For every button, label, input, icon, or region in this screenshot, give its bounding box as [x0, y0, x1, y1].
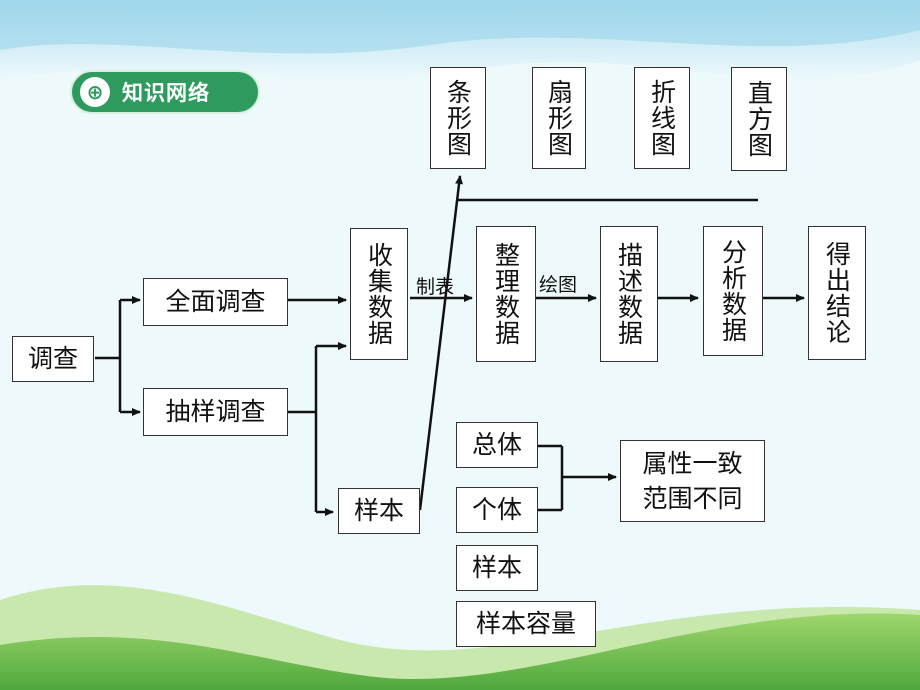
node-pie-chart-label: 扇形图: [544, 79, 574, 157]
node-bar-chart-label: 条形图: [443, 79, 473, 157]
section-badge: ⊕ 知识网络: [70, 70, 260, 114]
node-collect: 收集数据: [350, 228, 408, 360]
node-survey: 调查: [12, 336, 94, 382]
node-histogram: 直方图: [731, 67, 787, 171]
grass-hill: [0, 613, 920, 690]
node-census-label: 全面调查: [165, 287, 266, 316]
edge-label-plot: 绘图: [539, 274, 578, 296]
node-census: 全面调查: [143, 278, 288, 326]
node-describe-label: 描述数据: [614, 242, 644, 346]
node-population: 总体: [456, 422, 538, 468]
node-sample-size: 样本容量: [456, 601, 596, 647]
node-analyze: 分析数据: [703, 226, 763, 356]
node-sample: 样本: [338, 488, 420, 534]
node-population-label: 总体: [471, 430, 522, 459]
node-individual-label: 个体: [471, 495, 522, 524]
node-line-chart: 折线图: [634, 67, 690, 169]
node-describe: 描述数据: [600, 226, 658, 362]
node-sampling: 抽样调查: [143, 388, 288, 436]
node-pie-chart: 扇形图: [532, 67, 586, 169]
node-property-label: 属性一致范围不同: [642, 449, 743, 513]
node-sample-label: 样本: [353, 496, 404, 525]
node-survey-label: 调查: [27, 344, 78, 373]
node-analyze-label: 分析数据: [718, 239, 748, 343]
node-organize-label: 整理数据: [491, 242, 521, 346]
edge-label-tabulate: 制表: [416, 276, 455, 298]
node-conclude: 得出结论: [808, 226, 866, 360]
node-line-chart-label: 折线图: [647, 79, 677, 157]
node-histogram-label: 直方图: [744, 80, 774, 158]
node-sample-term: 样本: [456, 545, 538, 591]
node-property: 属性一致范围不同: [620, 440, 765, 522]
zoom-in-icon: ⊕: [80, 77, 110, 107]
node-individual: 个体: [456, 487, 538, 533]
node-sample-size-label: 样本容量: [475, 609, 576, 638]
section-title: 知识网络: [122, 81, 210, 105]
node-organize: 整理数据: [476, 226, 536, 362]
node-collect-label: 收集数据: [364, 242, 394, 346]
sky-wave-light: [0, 0, 920, 54]
node-sample-term-label: 样本: [471, 553, 522, 582]
node-conclude-label: 得出结论: [822, 241, 852, 345]
node-bar-chart: 条形图: [430, 67, 486, 169]
node-sampling-label: 抽样调查: [165, 397, 266, 426]
